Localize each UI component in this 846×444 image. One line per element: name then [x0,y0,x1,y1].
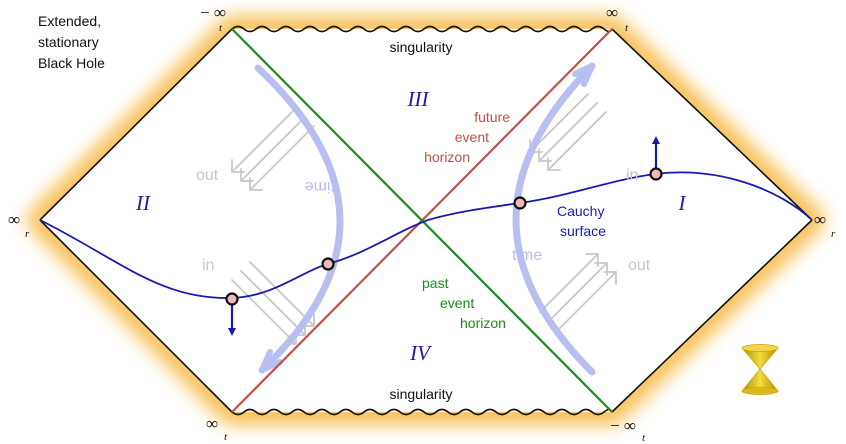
singularity-top-label: singularity [389,39,452,55]
time-arrows [254,62,596,376]
singularity-bottom-line [231,408,613,416]
past-event-horizon [231,28,613,413]
svg-text:t: t [224,431,228,443]
svg-text:r: r [831,228,836,240]
cauchy-label-line-2: surface [560,223,606,239]
cauchy-points [225,167,663,306]
in-label-left: in [202,257,214,274]
svg-text:∞: ∞ [606,3,618,22]
infinity-left: ∞ r [8,210,30,240]
title-line-3: Black Hole [38,55,105,71]
point-right-mid [513,196,527,210]
point-right-high [649,167,663,181]
infinity-top-left: − ∞ t [200,3,226,34]
point-left-mid [321,257,335,271]
past-horizon-line-1: past [422,275,449,291]
out-arrows-left [231,107,315,191]
time-label-right: time [512,247,542,264]
infinity-right: ∞ r [814,210,836,240]
future-horizon-line-1: future [474,109,510,125]
svg-text:∞: ∞ [206,414,218,433]
future-horizon-line-2: event [455,129,489,145]
time-arrow-left [254,64,344,374]
in-label-right: in [626,167,638,184]
svg-text:t: t [625,22,629,34]
future-horizon-line-3: horizon [424,149,470,165]
title-line-1: Extended, [38,13,101,29]
cauchy-label-line-1: Cauchy [557,203,604,219]
infinity-bottom-left: ∞ t [206,414,228,443]
point-left-low [225,292,239,306]
inout-arrows [231,93,617,345]
infinity-top-right: ∞ t [606,3,629,34]
svg-text:t: t [219,22,223,34]
region-IV-label: IV [409,341,432,365]
past-horizon-line-2: event [440,295,474,311]
svg-text:∞: ∞ [814,210,826,229]
region-II-label: II [135,191,151,215]
time-label-left-mirrored: time [305,178,335,195]
region-I-label: I [678,191,687,215]
svg-text:− ∞: − ∞ [610,416,636,435]
region-III-label: III [407,87,430,111]
out-arrows-right [539,253,617,331]
svg-text:r: r [25,228,30,240]
light-cone-icon [741,344,779,395]
past-horizon-line-3: horizon [460,315,506,331]
svg-text:t: t [642,432,646,444]
singularity-bottom-label: singularity [389,386,452,402]
out-label-left: out [196,167,219,184]
title-line-2: stationary [38,34,99,50]
svg-text:− ∞: − ∞ [200,3,226,22]
singularity-top-line [231,25,613,33]
in-arrows-right [529,93,607,171]
cauchy-surface [39,171,813,299]
out-label-right: out [628,257,651,274]
time-arrow-right [512,62,596,376]
infinity-bottom-right: − ∞ t [610,416,646,444]
null-infinity-edges [39,28,813,413]
svg-text:∞: ∞ [8,210,20,229]
